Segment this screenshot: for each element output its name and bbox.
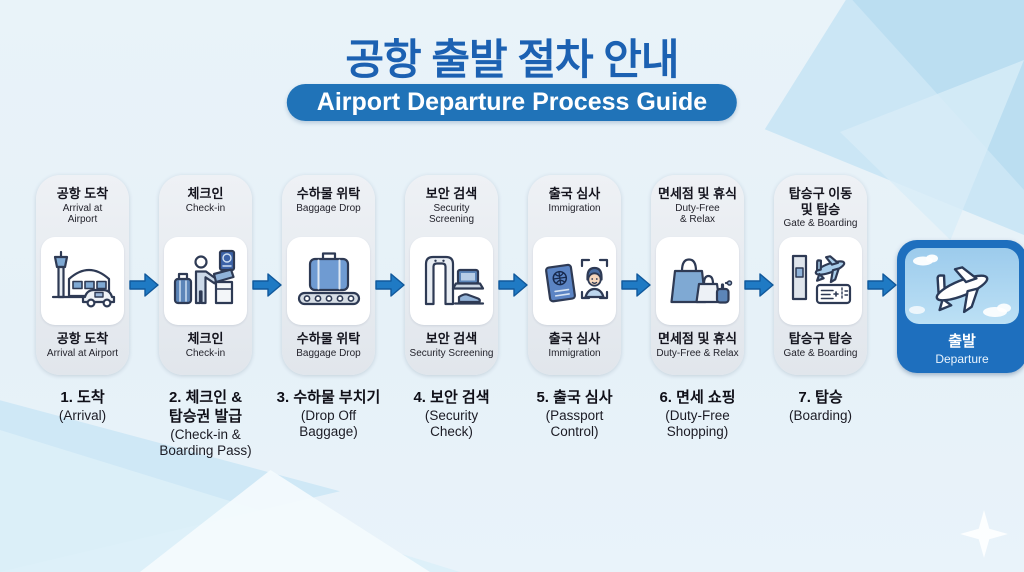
card-top-english: Check-in (185, 202, 226, 214)
card-top-english: Gate & Boarding (783, 218, 858, 230)
shopping-bags-icon (656, 237, 739, 325)
sparkle-icon (960, 510, 1008, 558)
step-caption-korean: 2. 체크인 & 탑승권 발급 (168, 389, 243, 425)
card-bottom-label: 탑승구 탑승 Gate & Boarding (774, 325, 867, 359)
card-bottom-label: 출국 심사 Immigration (528, 325, 621, 359)
process-flow: 공항 도착 Arrival at Airport (36, 175, 1024, 375)
step-caption-korean: 3. 수하물 부치기 (276, 389, 381, 406)
card-top-korean: 체크인 (187, 186, 224, 201)
card-bottom-label: 면세점 및 휴식 Duty-Free & Relax (651, 325, 744, 359)
step-card-baggage-drop: 수하물 위탁 Baggage Drop 수하물 위탁 (282, 175, 375, 375)
card-top-english: Baggage Drop (296, 202, 361, 214)
step-caption-korean: 1. 도착 (60, 389, 105, 406)
flow-arrow-icon (129, 272, 159, 298)
card-bottom-korean: 출국 심사 (548, 331, 601, 346)
card-bottom-korean: 체크인 (187, 331, 224, 346)
card-top-korean: 탑승구 이동 및 탑승 (788, 186, 853, 217)
card-bottom-english: Security Screening (409, 347, 494, 359)
card-top-english: Arrival at Airport (62, 202, 103, 226)
step-caption-english: (Boarding) (788, 407, 853, 423)
card-top-label: 공항 도착 Arrival at Airport (36, 175, 129, 237)
page-title: 공항 출발 절차 안내 (345, 36, 679, 83)
card-bottom-english: Gate & Boarding (783, 347, 858, 359)
step-card-checkin: 체크인 Check-in (159, 175, 252, 375)
card-bottom-english: Check-in (185, 347, 226, 359)
flow-arrow-icon (621, 272, 651, 298)
flow-arrow-icon (867, 272, 897, 298)
card-bottom-label: 보안 검색 Security Screening (405, 325, 498, 359)
card-bottom-korean: 수하물 위탁 (296, 331, 361, 346)
departure-english-label: Departure (935, 352, 989, 366)
step-caption-7: 7. 탑승 (Boarding) (774, 389, 867, 459)
step-caption-english: (Passport Control) (545, 407, 604, 439)
step-caption-4: 4. 보안 검색 (Security Check) (405, 389, 498, 459)
page-subtitle-pill: Airport Departure Process Guide (286, 84, 738, 121)
step-caption-english: (Security Check) (424, 407, 479, 439)
card-top-label: 체크인 Check-in (159, 175, 252, 237)
step-caption-english: (Drop Off Baggage) (299, 407, 358, 439)
card-top-label: 출국 심사 Immigration (528, 175, 621, 237)
card-bottom-english: Duty-Free & Relax (656, 347, 739, 359)
departing-airplane-icon (905, 248, 1019, 324)
card-bottom-label: 수하물 위탁 Baggage Drop (282, 325, 375, 359)
card-top-label: 면세점 및 휴식 Duty-Free & Relax (651, 175, 744, 237)
step-card-security: 보안 검색 Security Screening 보안 검색 Security … (405, 175, 498, 375)
airport-terminal-icon (41, 237, 124, 325)
card-top-english: Duty-Free & Relax (675, 202, 720, 226)
passport-face-scan-icon (533, 237, 616, 325)
security-scanner-icon (410, 237, 493, 325)
step-caption-korean: 5. 출국 심사 (536, 389, 613, 406)
departure-card: 출발 Departure (897, 240, 1024, 373)
step-card-arrival: 공항 도착 Arrival at Airport (36, 175, 129, 375)
card-bottom-label: 공항 도착 Arrival at Airport (36, 325, 129, 359)
departure-korean-label: 출발 (948, 333, 976, 350)
flow-arrow-icon (252, 272, 282, 298)
step-caption-english: (Check-in & Boarding Pass) (159, 426, 252, 458)
flow-arrow-icon (375, 272, 405, 298)
flow-arrow-icon (744, 272, 774, 298)
flow-arrow-icon (498, 272, 528, 298)
step-caption-english: (Duty-Free Shopping) (665, 407, 730, 439)
card-top-korean: 수하물 위탁 (296, 186, 361, 201)
card-bottom-korean: 공항 도착 (56, 331, 109, 346)
step-card-gate-boarding: 탑승구 이동 및 탑승 Gate & Boarding (774, 175, 867, 375)
step-caption-korean: 7. 탑승 (798, 389, 843, 406)
card-top-label: 탑승구 이동 및 탑승 Gate & Boarding (774, 175, 867, 237)
card-bottom-korean: 탑승구 탑승 (788, 331, 853, 346)
step-caption-6: 6. 면세 쇼핑 (Duty-Free Shopping) (651, 389, 744, 459)
step-caption-korean: 6. 면세 쇼핑 (659, 389, 736, 406)
step-card-immigration: 출국 심사 Immigration (528, 175, 621, 375)
gate-boarding-icon (779, 237, 862, 325)
card-bottom-korean: 면세점 및 휴식 (658, 331, 737, 346)
card-top-korean: 출국 심사 (548, 186, 601, 201)
card-top-label: 보안 검색 Security Screening (405, 175, 498, 237)
step-caption-english: (Arrival) (58, 407, 107, 423)
step-captions-row: 1. 도착 (Arrival) 2. 체크인 & 탑승권 발급 (Check-i… (36, 389, 897, 459)
card-bottom-korean: 보안 검색 (425, 331, 478, 346)
card-top-korean: 면세점 및 휴식 (658, 186, 737, 201)
card-bottom-label: 체크인 Check-in (159, 325, 252, 359)
baggage-conveyor-icon (287, 237, 370, 325)
step-caption-2: 2. 체크인 & 탑승권 발급 (Check-in & Boarding Pas… (159, 389, 252, 459)
step-caption-1: 1. 도착 (Arrival) (36, 389, 129, 459)
check-in-kiosk-icon (164, 237, 247, 325)
card-top-label: 수하물 위탁 Baggage Drop (282, 175, 375, 237)
step-caption-5: 5. 출국 심사 (Passport Control) (528, 389, 621, 459)
card-bottom-english: Immigration (548, 347, 601, 359)
card-bottom-english: Arrival at Airport (46, 347, 119, 359)
card-top-english: Security Screening (428, 202, 475, 226)
card-top-english: Immigration (548, 202, 601, 214)
card-top-korean: 보안 검색 (425, 186, 478, 201)
step-caption-korean: 4. 보안 검색 (413, 389, 490, 406)
step-card-duty-free: 면세점 및 휴식 Duty-Free & Relax 면세점 및 휴식 Duty… (651, 175, 744, 375)
card-top-korean: 공항 도착 (56, 186, 109, 201)
step-caption-3: 3. 수하물 부치기 (Drop Off Baggage) (277, 389, 381, 459)
card-bottom-english: Baggage Drop (296, 347, 361, 359)
